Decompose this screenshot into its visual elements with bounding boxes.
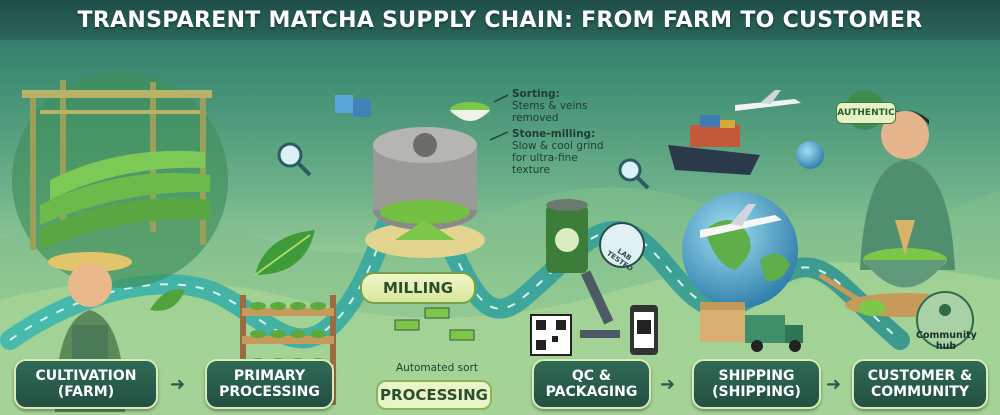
cube-icon xyxy=(335,95,371,117)
stage-label-cultivation: CULTIVATION (FARM) xyxy=(14,359,158,409)
stage-customer-line2: COMMUNITY xyxy=(870,384,969,400)
callout-line-2 xyxy=(489,131,509,141)
airplane-icon-2 xyxy=(700,204,782,238)
arrow-right-icon-2: ➜ xyxy=(660,374,676,395)
stage-primary-line2: PROCESSING xyxy=(219,384,320,400)
magnifier-icon xyxy=(277,142,312,177)
community-hub-label: Community hub xyxy=(916,330,977,352)
supply-chain-scene: Sorting: Stems & veins removed Stone-mil… xyxy=(0,40,1000,415)
tin-can-icon xyxy=(546,199,588,273)
stage-label-shipping: SHIPPING (SHIPPING) xyxy=(692,359,821,409)
spoon-icon xyxy=(818,272,886,316)
stage-shipping-line2: (SHIPPING) xyxy=(712,384,801,400)
stone-mill-icon xyxy=(365,127,485,258)
box-icon xyxy=(700,302,745,342)
stone-milling-desc-1: Slow & cool grind xyxy=(512,140,604,152)
stage-qc-line1: QC & xyxy=(571,368,612,384)
hub-line-2: hub xyxy=(935,341,957,352)
callout-line-1 xyxy=(493,94,509,103)
tea-rows xyxy=(40,150,210,250)
matcha-bowl-small-icon xyxy=(450,102,490,121)
stage-label-customer: CUSTOMER & COMMUNITY xyxy=(852,359,988,409)
sorting-title: Sorting: xyxy=(512,88,560,100)
phone-icon xyxy=(630,305,658,355)
sorting-desc-2: removed xyxy=(512,112,559,124)
whisk-icon xyxy=(895,220,915,255)
lab-tested-seal-icon xyxy=(599,222,645,268)
stage-cultivation-line1: CULTIVATION xyxy=(35,368,137,384)
page-title: TRANSPARENT MATCHA SUPPLY CHAIN: FROM FA… xyxy=(77,7,923,33)
stage-cultivation-line2: (FARM) xyxy=(57,384,115,400)
arrow-right-icon: ➜ xyxy=(170,374,186,395)
automated-sort-text: Automated sort xyxy=(396,362,478,374)
globe-icon xyxy=(682,192,798,308)
hub-line-1: Community xyxy=(916,330,977,341)
airplane-icon xyxy=(735,90,801,111)
automated-sort-icon xyxy=(394,307,475,341)
qr-code-icon xyxy=(530,314,572,356)
truck-icon xyxy=(745,315,803,352)
stage-qc-line2: PACKAGING xyxy=(545,384,638,400)
title-bar: TRANSPARENT MATCHA SUPPLY CHAIN: FROM FA… xyxy=(0,0,1000,40)
stage-label-primary: PRIMARY PROCESSING xyxy=(205,359,334,409)
stage-label-processing: PROCESSING xyxy=(376,380,492,410)
stage-primary-line1: PRIMARY xyxy=(233,368,306,384)
milling-badge: MILLING xyxy=(360,272,476,304)
stone-milling-callout: Stone-milling: Slow & cool grind for ult… xyxy=(512,128,604,176)
large-leaf-icon xyxy=(254,230,315,276)
stage-label-qc: QC & PACKAGING xyxy=(532,359,651,409)
magnifier-icon-2 xyxy=(618,158,650,190)
stage-shipping-line1: SHIPPING xyxy=(718,368,795,384)
authentic-badge: AUTHENTIC xyxy=(836,102,896,124)
cargo-ship-icon xyxy=(668,115,760,175)
microscope-icon xyxy=(580,270,620,338)
stage-customer-line1: CUSTOMER & xyxy=(867,368,973,384)
sorting-callout: Sorting: Stems & veins removed xyxy=(512,88,588,124)
tea-leaf-icon xyxy=(150,289,185,311)
stone-milling-desc-3: texture xyxy=(512,164,550,176)
sorting-desc-1: Stems & veins xyxy=(512,100,588,112)
small-globe-icon xyxy=(796,141,824,169)
community-hub-icon xyxy=(916,291,974,349)
stone-milling-desc-2: for ultra-fine xyxy=(512,152,578,164)
stone-milling-title: Stone-milling: xyxy=(512,128,596,140)
arrow-right-icon-3: ➜ xyxy=(826,374,842,395)
